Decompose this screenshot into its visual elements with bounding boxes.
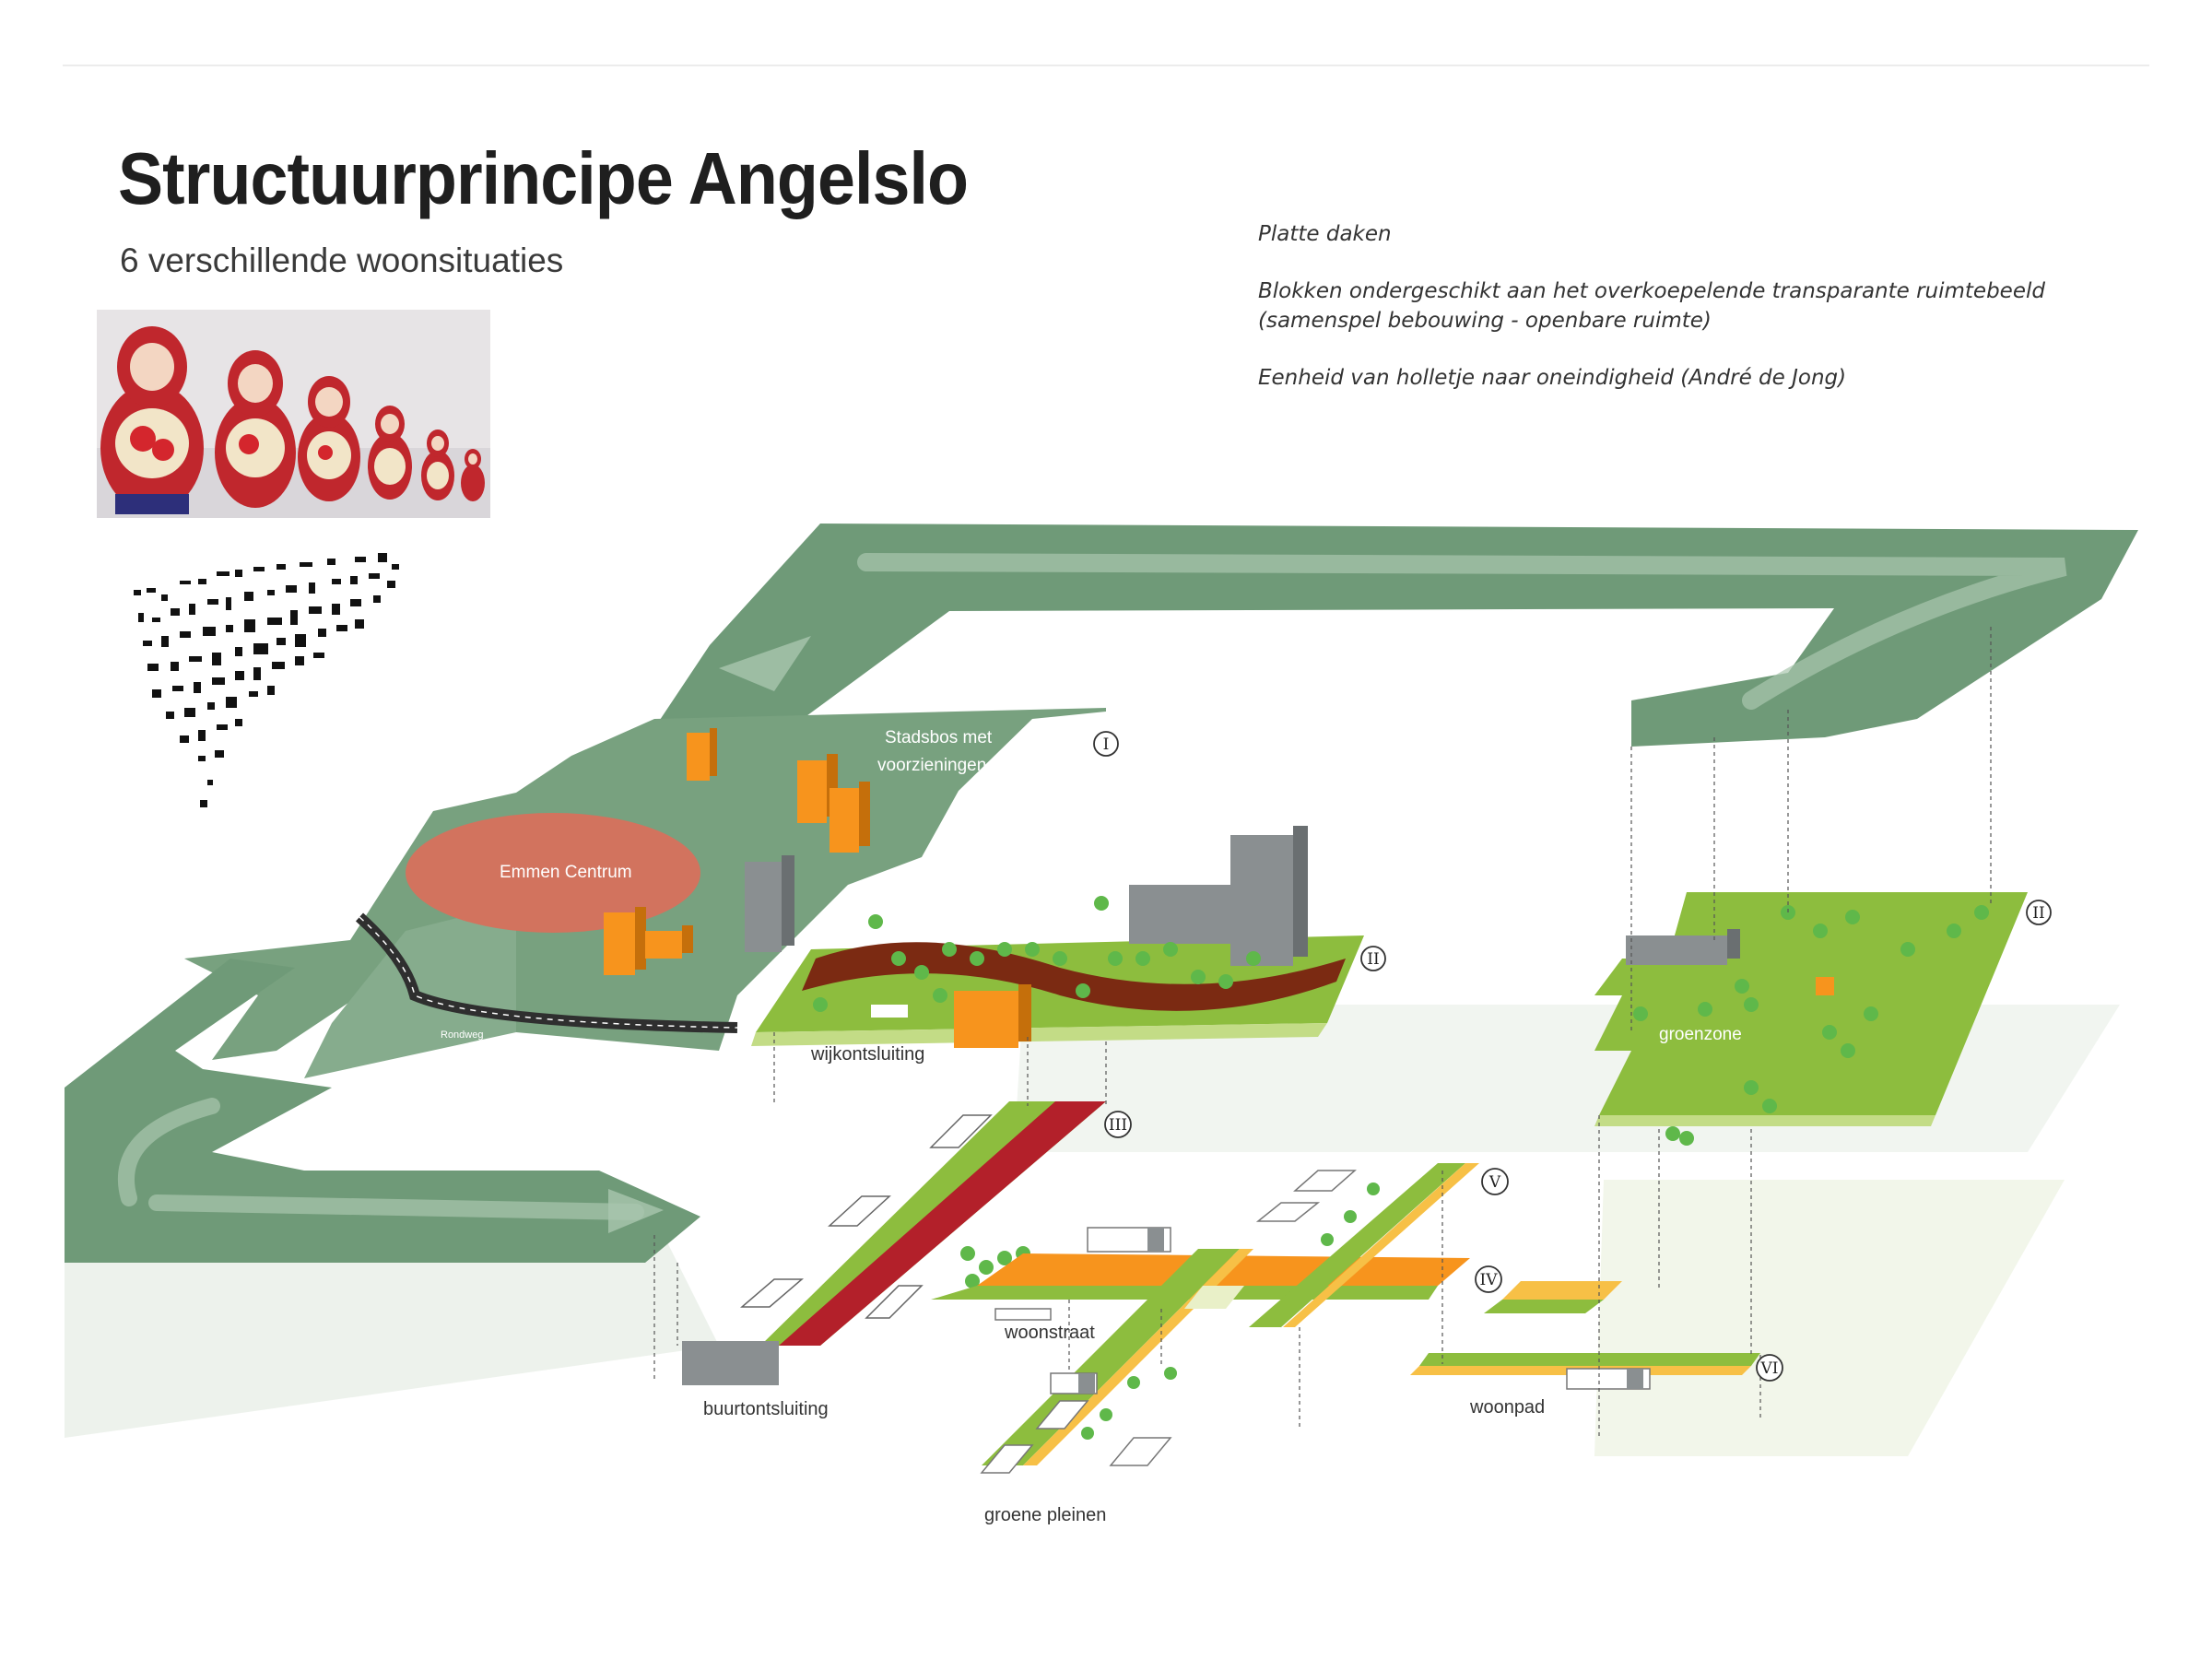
label-wijkontsluiting: wijkontsluiting: [810, 1044, 924, 1065]
svg-text:III: III: [1109, 1116, 1127, 1135]
groenzone-plate: [1594, 892, 2028, 1126]
green-ring-bottom: [65, 959, 700, 1263]
marker-iii: III: [1104, 1111, 1132, 1138]
stadsbos-buildings: [604, 728, 870, 975]
doll-2: [215, 350, 296, 508]
label-roadway: Rondweg: [441, 1030, 483, 1041]
label-groenzone: groenzone: [1659, 1025, 1742, 1044]
wijkontsluiting-plate: [751, 826, 1364, 1048]
doll-6: [461, 449, 485, 501]
urban-plan-map: [134, 553, 399, 807]
doll-5: [421, 429, 454, 500]
marker-iv: IV: [1475, 1265, 1502, 1293]
marker-v: V: [1481, 1168, 1509, 1195]
woonstraat-v-strip: [1249, 1163, 1479, 1327]
label-woonstraat: woonstraat: [1004, 1323, 1095, 1343]
doll-3: [298, 376, 360, 501]
doll-1: [100, 326, 204, 514]
note-flat-roofs: Platte daken: [1258, 222, 1392, 246]
page-title: Structuurprincipe Angelslo: [118, 137, 969, 219]
svg-text:V: V: [1488, 1173, 1501, 1192]
label-stadsbos-1: Stadsbos met: [885, 728, 993, 747]
design-notes: Platte daken Blokken ondergeschikt aan h…: [1258, 219, 2088, 420]
svg-text:II: II: [1367, 950, 1379, 969]
matryoshka-photo: [97, 310, 490, 518]
note-unity: Eenheid van holletje naar oneindigheid (…: [1258, 366, 1847, 390]
marker-vi: VI: [1756, 1354, 1783, 1382]
emmen-centrum-zone: [406, 813, 700, 933]
svg-text:IV: IV: [1480, 1271, 1499, 1289]
page-subtitle: 6 verschillende woonsituaties: [120, 241, 564, 279]
groene-pleinen-strip: [980, 1249, 1253, 1474]
marker-ii-a: II: [1360, 946, 1386, 971]
marker-i: I: [1093, 731, 1119, 757]
green-ring-top: [654, 524, 2138, 747]
woonpad-strip: [1410, 1281, 1760, 1390]
label-groene-pleinen: groene pleinen: [984, 1505, 1106, 1525]
note-blocks: Blokken ondergeschikt aan het overkoepel…: [1258, 279, 2045, 333]
svg-text:II: II: [2032, 904, 2044, 923]
marker-ii-b: II: [2026, 900, 2052, 925]
label-buurtontsluiting: buurtontsluiting: [703, 1399, 829, 1419]
svg-text:VI: VI: [1760, 1359, 1779, 1378]
buurtontsluiting-strip: [682, 1101, 1106, 1385]
trees: [813, 896, 1989, 1440]
dashed-connectors: [653, 627, 1992, 1438]
top-divider: [63, 65, 2149, 66]
label-emmen-centrum: Emmen Centrum: [500, 863, 632, 882]
label-stadsbos-2: voorzieningen: [877, 756, 986, 775]
label-woonpad: woonpad: [1469, 1397, 1545, 1418]
doll-4: [368, 406, 412, 500]
svg-text:I: I: [1103, 735, 1110, 754]
